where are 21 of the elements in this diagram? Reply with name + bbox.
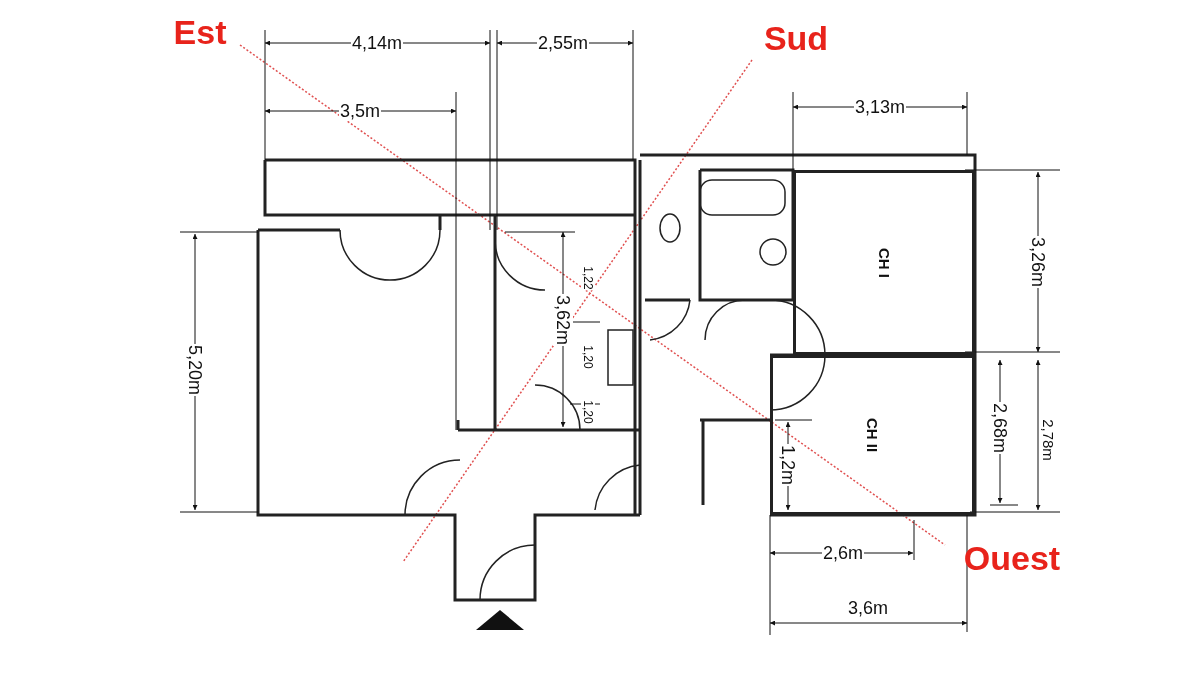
dimension-label: 4,14m	[351, 33, 403, 53]
dimension-label: 3,62m	[553, 294, 573, 346]
dimension-label: 5,20m	[185, 344, 205, 396]
dimension-label: 2,6m	[822, 543, 864, 563]
dimension-label: 1,2m	[778, 444, 798, 486]
room-name: CH I	[875, 247, 893, 278]
dimension-label: 3,13m	[854, 97, 906, 117]
dimension-label: 3,6m	[847, 598, 889, 618]
dimension-label: 3,26m	[1028, 236, 1048, 288]
dimension-label: 1,20	[581, 399, 595, 425]
room-name: CH II	[864, 417, 881, 453]
compass-direction-label: Sud	[762, 20, 830, 56]
dimension-label: 1,22	[581, 265, 595, 291]
dimension-label: 3,5m	[339, 101, 381, 121]
compass-direction-label: Ouest	[962, 540, 1062, 576]
room-outline	[793, 170, 975, 355]
dimension-label: 2,55m	[537, 33, 589, 53]
dimension-label: 1,20	[581, 344, 595, 370]
dimension-label: 2,68m	[990, 402, 1010, 454]
room-outline	[770, 355, 975, 515]
compass-direction-label: Est	[172, 14, 228, 50]
